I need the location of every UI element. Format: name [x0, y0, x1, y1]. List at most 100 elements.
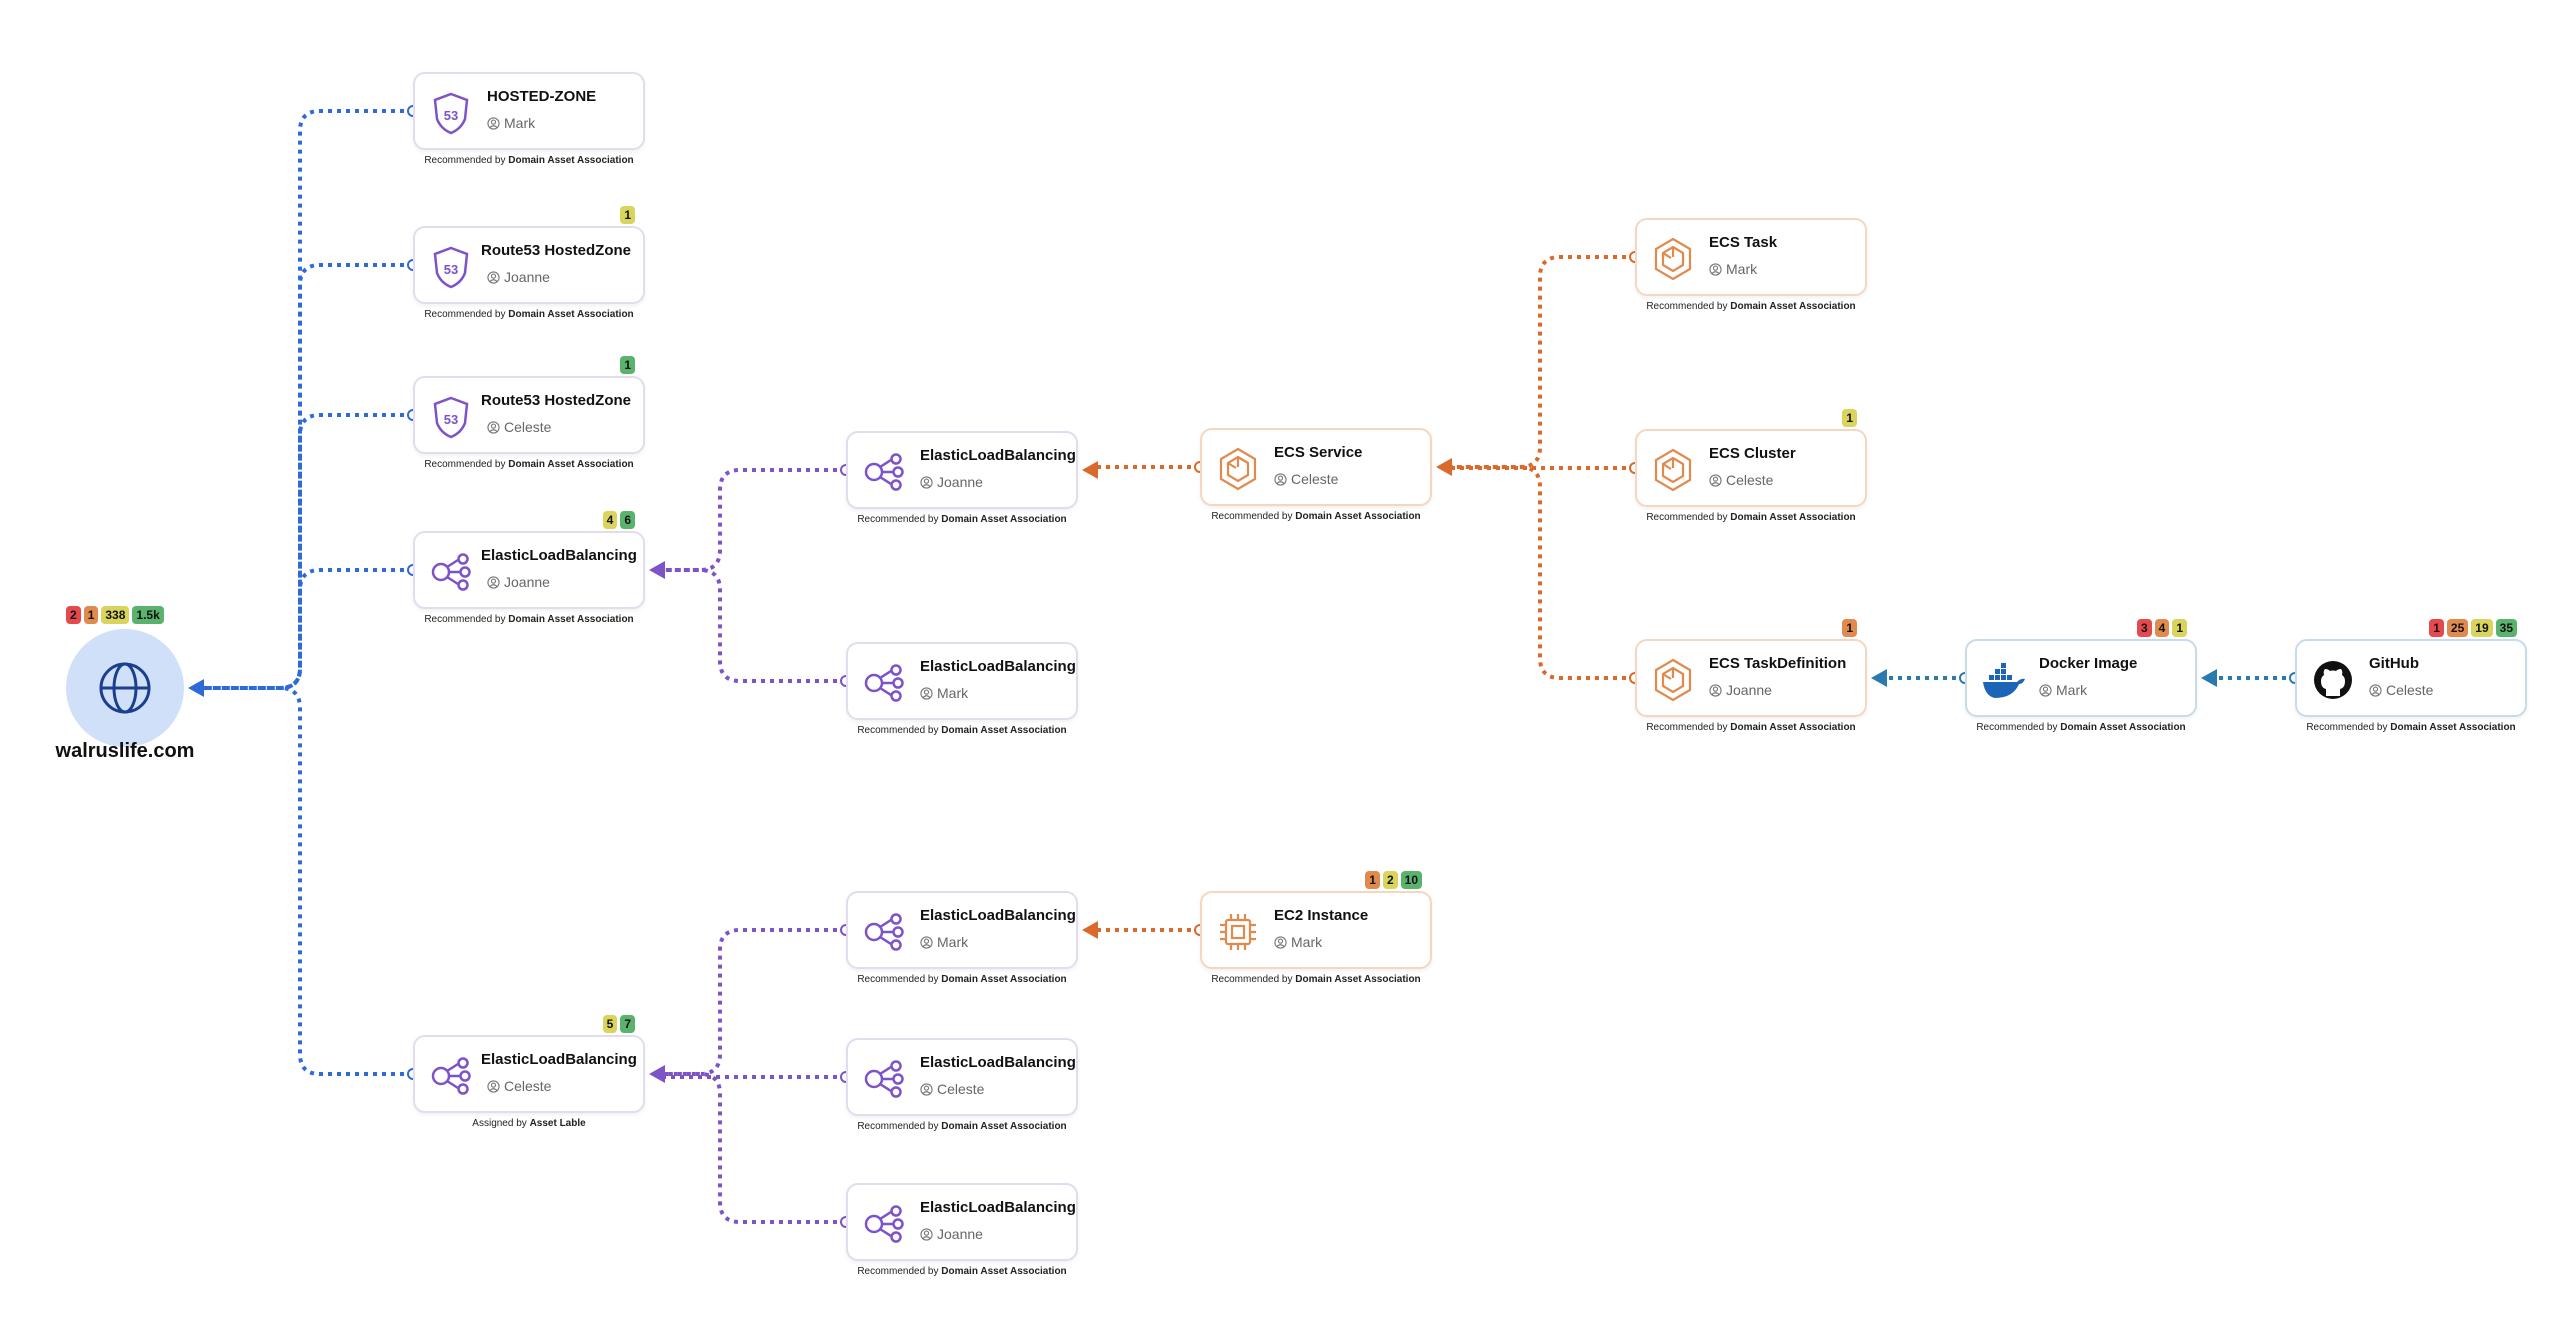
asset-badges: 1 — [620, 356, 635, 374]
asset-caption: Recommended by Domain Asset Association — [782, 1266, 1142, 1277]
asset-owner: Joanne — [1709, 682, 1772, 698]
asset-title: ECS Cluster — [1709, 445, 1796, 462]
asset-owner: Celeste — [1274, 471, 1338, 487]
user-icon — [2039, 684, 2052, 697]
count-badge-orange: 4 — [2154, 619, 2170, 637]
asset-caption: Recommended by Domain Asset Association — [1136, 974, 1496, 985]
owner-name: Celeste — [937, 1081, 985, 1097]
asset-owner: Mark — [920, 685, 968, 701]
asset-owner: Mark — [920, 934, 968, 950]
edge-ecs-taskdef-to-ecs-service — [1446, 465, 1635, 680]
asset-owner: Joanne — [920, 474, 983, 490]
caption-source: Domain Asset Association — [1730, 301, 1856, 312]
caption-prefix: Recommended by — [857, 974, 942, 985]
svg-text:53: 53 — [444, 412, 458, 427]
caption-prefix: Recommended by — [857, 514, 942, 525]
asset-caption: Recommended by Domain Asset Association — [1571, 301, 1931, 312]
asset-title: ECS Service — [1274, 444, 1363, 461]
owner-name: Mark — [504, 115, 536, 131]
edge-elb-l1-top-to-root — [198, 568, 413, 690]
edge-elb-l2-e-to-elb-l1-bottom — [659, 1072, 846, 1224]
user-icon — [1274, 936, 1287, 949]
asset-title: ElasticLoadBalancing — [920, 658, 1076, 675]
asset-title: ECS TaskDefinition — [1709, 655, 1847, 672]
asset-title: HOSTED-ZONE — [487, 88, 597, 105]
caption-prefix: Recommended by — [1211, 974, 1296, 985]
edge-hosted-zone-to-root — [198, 109, 413, 690]
owner-name: Celeste — [1726, 472, 1774, 488]
load-balancer-icon — [864, 1060, 904, 1098]
caption-prefix: Recommended by — [857, 725, 942, 736]
owner-name: Joanne — [937, 1226, 983, 1242]
edge-route53-hz-2-to-root — [198, 413, 413, 690]
user-icon — [1709, 263, 1722, 276]
asset-caption: Recommended by Domain Asset Association — [1571, 722, 1931, 733]
count-badge-red: 1 — [2429, 619, 2444, 637]
caption-source: Asset Lable — [529, 1118, 586, 1129]
caption-prefix: Recommended by — [424, 459, 509, 470]
count-badge-green: 35 — [2495, 619, 2517, 637]
route53-icon: 53 — [433, 396, 469, 439]
asset-caption: Recommended by Domain Asset Association — [349, 614, 709, 625]
edge-ecs-task-to-ecs-service — [1446, 255, 1635, 469]
owner-name: Celeste — [2386, 682, 2434, 698]
asset-owner: Celeste — [920, 1081, 984, 1097]
arrowhead-root — [188, 679, 204, 697]
edge-elb-l2-c-to-elb-l1-bottom — [659, 928, 846, 1076]
arrowhead-docker-image — [2201, 669, 2217, 687]
caption-source: Domain Asset Association — [941, 1121, 1067, 1132]
asset-title: ElasticLoadBalancing — [920, 1054, 1076, 1071]
user-icon — [1274, 473, 1287, 486]
arrowhead-elb-l2-c — [1082, 921, 1098, 939]
caption-source: Domain Asset Association — [941, 1266, 1067, 1277]
count-badge-red: 3 — [2136, 619, 2152, 637]
caption-prefix: Recommended by — [424, 309, 509, 320]
root-domain-label: walruslife.com — [55, 740, 195, 762]
caption-prefix: Recommended by — [424, 155, 509, 166]
caption-source: Domain Asset Association — [2060, 722, 2186, 733]
count-badge-yellow: 1 — [2172, 619, 2187, 637]
arrowhead-elb-l1-top — [649, 561, 665, 579]
arrowhead-ecs-service — [1436, 458, 1452, 476]
owner-name: Joanne — [504, 574, 550, 590]
caption-source: Domain Asset Association — [1730, 512, 1856, 523]
asset-owner: Mark — [1709, 261, 1757, 277]
svg-text:53: 53 — [444, 262, 458, 277]
asset-badges: 1 — [620, 206, 635, 224]
asset-badges: 1 — [1842, 409, 1857, 427]
count-badge-green: 7 — [620, 1015, 635, 1033]
owner-name: Mark — [2056, 682, 2088, 698]
owner-name: Joanne — [1726, 682, 1772, 698]
root-domain-node[interactable] — [66, 629, 184, 747]
user-icon — [487, 576, 500, 589]
count-badge-orange: 1 — [1842, 619, 1857, 637]
asset-title: ElasticLoadBalancing — [920, 1199, 1076, 1216]
count-badge-yellow: 19 — [2471, 619, 2493, 637]
asset-caption: Recommended by Domain Asset Association — [349, 459, 709, 470]
user-icon — [2369, 684, 2382, 697]
arrowhead-elb-l1-bottom — [649, 1065, 665, 1083]
load-balancer-icon — [864, 1205, 904, 1243]
arrowhead-ecs-taskdef — [1871, 669, 1887, 687]
